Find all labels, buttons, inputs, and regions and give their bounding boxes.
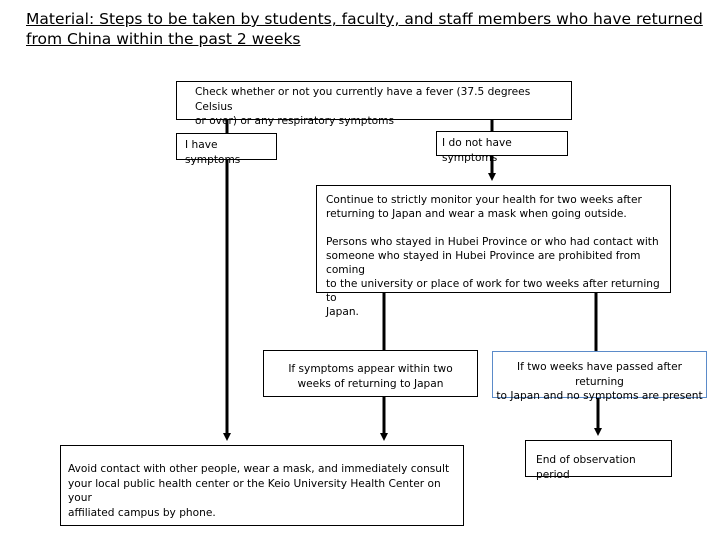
symptoms-appear-box: If symptoms appear within two weeks of r…	[263, 350, 478, 397]
check-symptoms-box: Check whether or not you currently have …	[176, 81, 572, 127]
end-observation-box: End of observation period	[525, 440, 672, 481]
have-symptoms-box: I have symptoms	[176, 133, 277, 166]
monitor-health-box: Continue to strictly monitor your health…	[316, 185, 671, 318]
no-symptoms-box: I do not have symptoms	[436, 131, 568, 164]
two-weeks-passed-box: If two weeks have passed after returning…	[492, 351, 707, 402]
avoid-contact-box: Avoid contact with other people, wear a …	[60, 445, 464, 526]
page-title: Material: Steps to be taken by students,…	[26, 10, 703, 48]
